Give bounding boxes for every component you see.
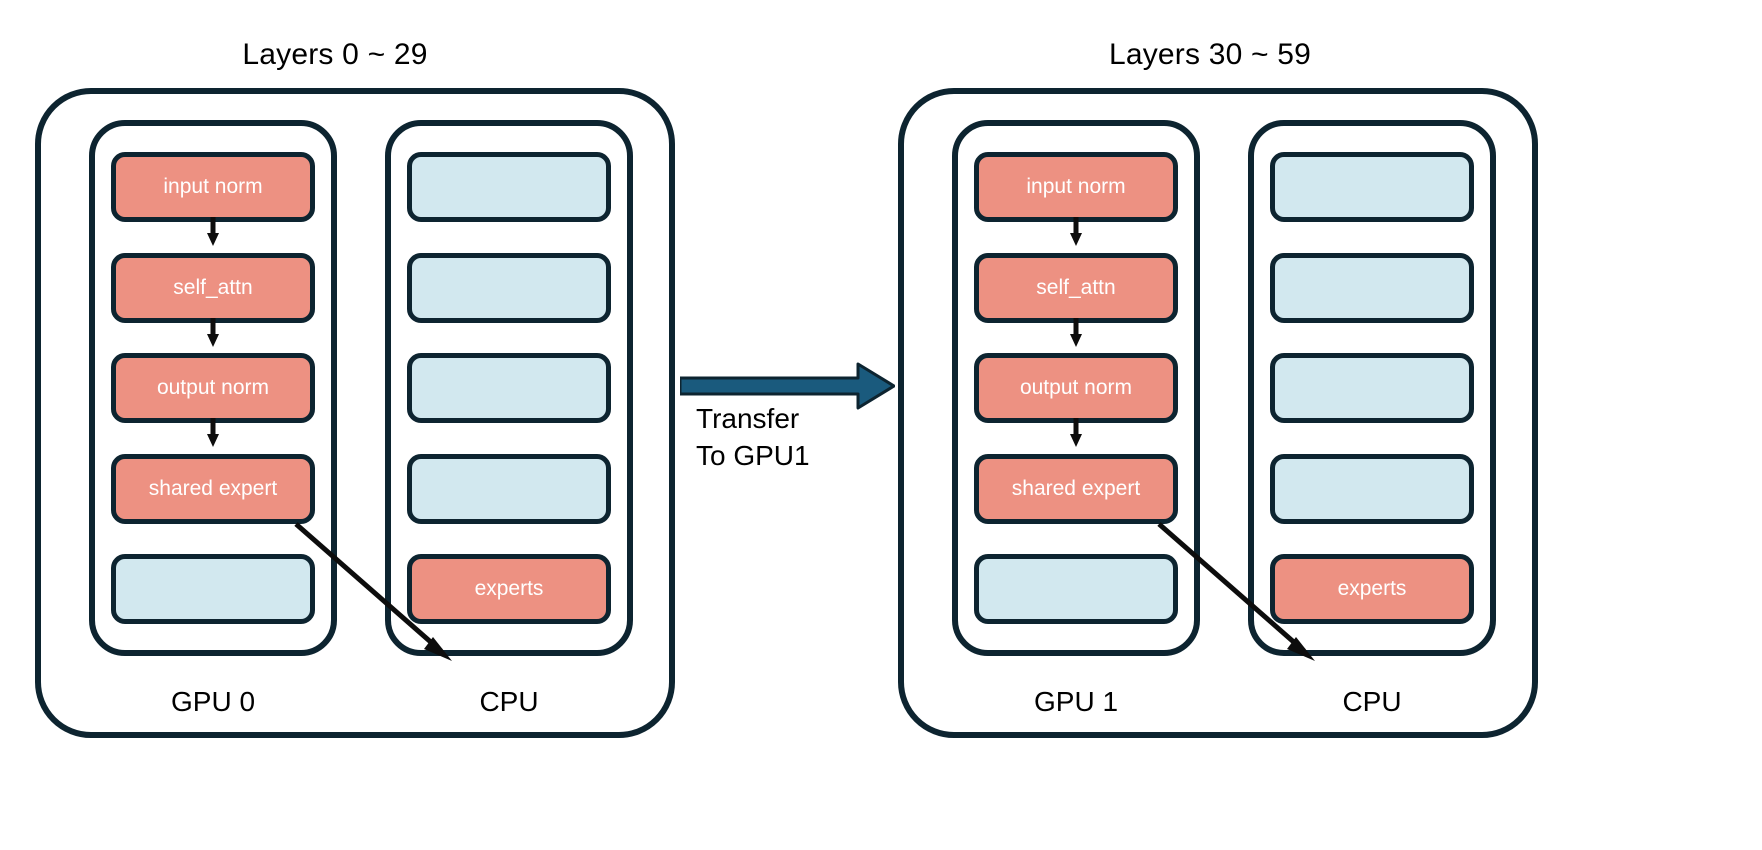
block-cpu-slot-2[interactable] <box>407 252 611 323</box>
block-cpu-slot-1[interactable] <box>1270 152 1474 222</box>
block-cpu-slot-1[interactable] <box>407 152 611 222</box>
gpu-memory-column-left: input norm self_attn output norm <box>89 120 337 656</box>
block-self-attn[interactable]: self_attn <box>974 252 1178 347</box>
block-gpu-empty-slot[interactable] <box>111 554 315 624</box>
block-label: self_attn <box>1036 275 1116 299</box>
block-experts[interactable]: experts <box>1270 554 1474 624</box>
block-cpu-slot-4[interactable] <box>1270 453 1474 524</box>
cpu-memory-column-right: experts <box>1248 120 1496 656</box>
block-experts[interactable]: experts <box>407 554 611 624</box>
block-input-norm[interactable]: input norm <box>974 152 1178 246</box>
block-output-norm[interactable]: output norm <box>111 353 315 447</box>
flow-arrow-down-icon <box>1070 217 1082 246</box>
transfer-label-line2: To GPU1 <box>696 440 810 472</box>
block-shared-expert[interactable]: shared expert <box>974 453 1178 524</box>
block-self-attn[interactable]: self_attn <box>111 252 315 347</box>
transfer-label-line1: Transfer <box>696 403 800 434</box>
device-group-left: input norm self_attn output norm <box>35 88 675 738</box>
flow-arrow-down-icon <box>207 418 219 447</box>
block-output-norm[interactable]: output norm <box>974 353 1178 447</box>
block-gpu-empty-slot[interactable] <box>974 554 1178 624</box>
transfer-label: Transfer To GPU1 <box>682 400 894 474</box>
group-title-right: Layers 30 ~ 59 <box>1108 38 1312 71</box>
block-cpu-slot-3[interactable] <box>1270 353 1474 423</box>
flow-arrow-down-icon <box>207 217 219 246</box>
gpu-memory-column-right: input norm self_attn output norm <box>952 120 1200 656</box>
block-label: self_attn <box>173 275 253 299</box>
flow-arrow-down-icon <box>1070 317 1082 347</box>
block-label: output norm <box>156 376 270 399</box>
block-input-norm[interactable]: input norm <box>111 152 315 246</box>
device-label-cpu-right: CPU <box>1342 686 1402 717</box>
device-label-cpu-left: CPU <box>479 686 539 717</box>
block-label: experts <box>474 577 544 600</box>
cpu-memory-column-left: experts <box>385 120 633 656</box>
block-cpu-slot-3[interactable] <box>407 353 611 423</box>
block-label: input norm <box>163 175 263 198</box>
device-group-right: input norm self_attn output norm <box>898 88 1538 738</box>
block-label: shared expert <box>1011 476 1141 500</box>
block-label: shared expert <box>148 476 278 500</box>
block-cpu-slot-2[interactable] <box>1270 252 1474 323</box>
flow-arrow-down-icon <box>207 317 219 347</box>
block-cpu-slot-4[interactable] <box>407 453 611 524</box>
block-label: output norm <box>1019 376 1133 399</box>
device-label-gpu-right: GPU 1 <box>1033 686 1119 717</box>
flow-arrow-down-icon <box>1070 418 1082 447</box>
group-title-left: Layers 0 ~ 29 <box>242 38 428 71</box>
block-label: input norm <box>1026 175 1126 198</box>
block-label: experts <box>1337 577 1407 600</box>
block-shared-expert[interactable]: shared expert <box>111 453 315 524</box>
device-label-gpu-left: GPU 0 <box>170 686 256 717</box>
